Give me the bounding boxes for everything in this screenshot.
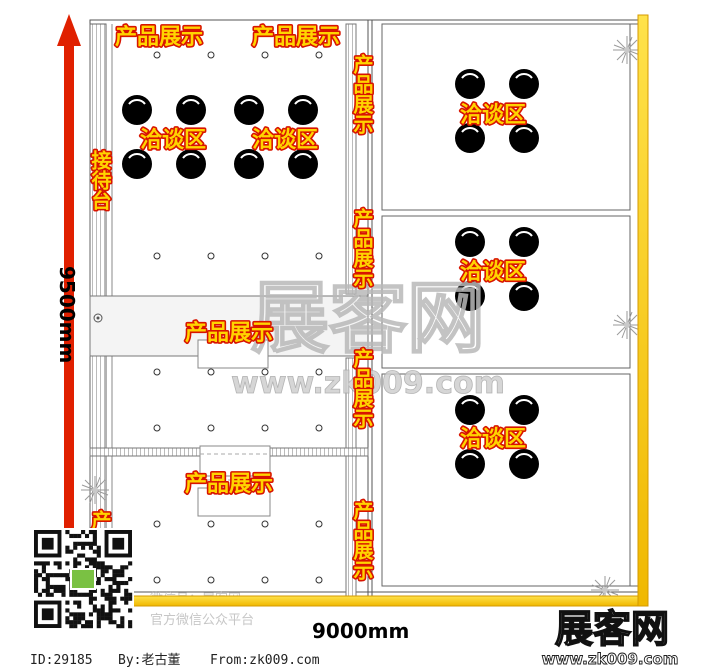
watermark-url: www.zk009.com — [231, 366, 505, 401]
label-product-display-vertical: 产 — [88, 509, 112, 531]
label-product-display-vertical: 产品展示 — [350, 499, 374, 580]
label-product-display-vertical: 产品展示 — [350, 347, 374, 428]
label-product-display-vertical: 产品展示 — [350, 207, 374, 288]
booth-outline — [89, 19, 639, 598]
footer: ID:29185 By:老古董 From:zk009.com — [30, 653, 320, 668]
watermark: 展客网 www.zk009.com 微信号：展客网 官方微信公众平台 — [150, 272, 505, 628]
spotlights — [153, 51, 323, 584]
footer-author: By:老古董 — [118, 653, 180, 668]
label-negotiation: 洽谈区 — [460, 259, 526, 285]
height-label: 9500mm — [55, 266, 79, 363]
label-product-display: 产品展示 — [185, 321, 273, 346]
plant-icon — [80, 475, 110, 505]
corner-logo: 展客网 www.zk009.com — [541, 605, 679, 668]
footer-id: ID:29185 — [30, 653, 93, 668]
width-label: 9000mm — [312, 619, 409, 643]
label-product-display-vertical: 产品展示 — [350, 53, 374, 134]
watermark-logo: 展客网 — [251, 273, 485, 364]
label-negotiation: 洽谈区 — [252, 127, 318, 153]
label-negotiation: 洽谈区 — [460, 426, 526, 452]
label-negotiation: 洽谈区 — [460, 102, 526, 128]
label-reception: 接待台 — [88, 150, 112, 210]
watermark-wechat-platform: 官方微信公众平台 — [150, 612, 254, 628]
label-negotiation: 洽谈区 — [140, 127, 206, 153]
footer-source: From:zk009.com — [210, 653, 320, 668]
label-product-display: 产品展示 — [185, 472, 273, 497]
label-product-display: 产品展示 — [252, 25, 340, 50]
corner-logo-url: www.zk009.com — [542, 650, 679, 668]
area-labels: 产品展示 产品展示 洽谈区 洽谈区 洽谈区 洽谈区 洽谈区 产品展示 产品展示 … — [86, 23, 527, 581]
height-dimension: 9500mm — [55, 14, 81, 604]
label-product-display: 产品展示 — [115, 25, 203, 50]
qr-code — [32, 528, 134, 630]
plant-icon — [612, 310, 642, 340]
display-walls — [89, 23, 369, 597]
plant-icon — [612, 35, 642, 65]
corner-logo-name: 展客网 — [555, 606, 669, 651]
